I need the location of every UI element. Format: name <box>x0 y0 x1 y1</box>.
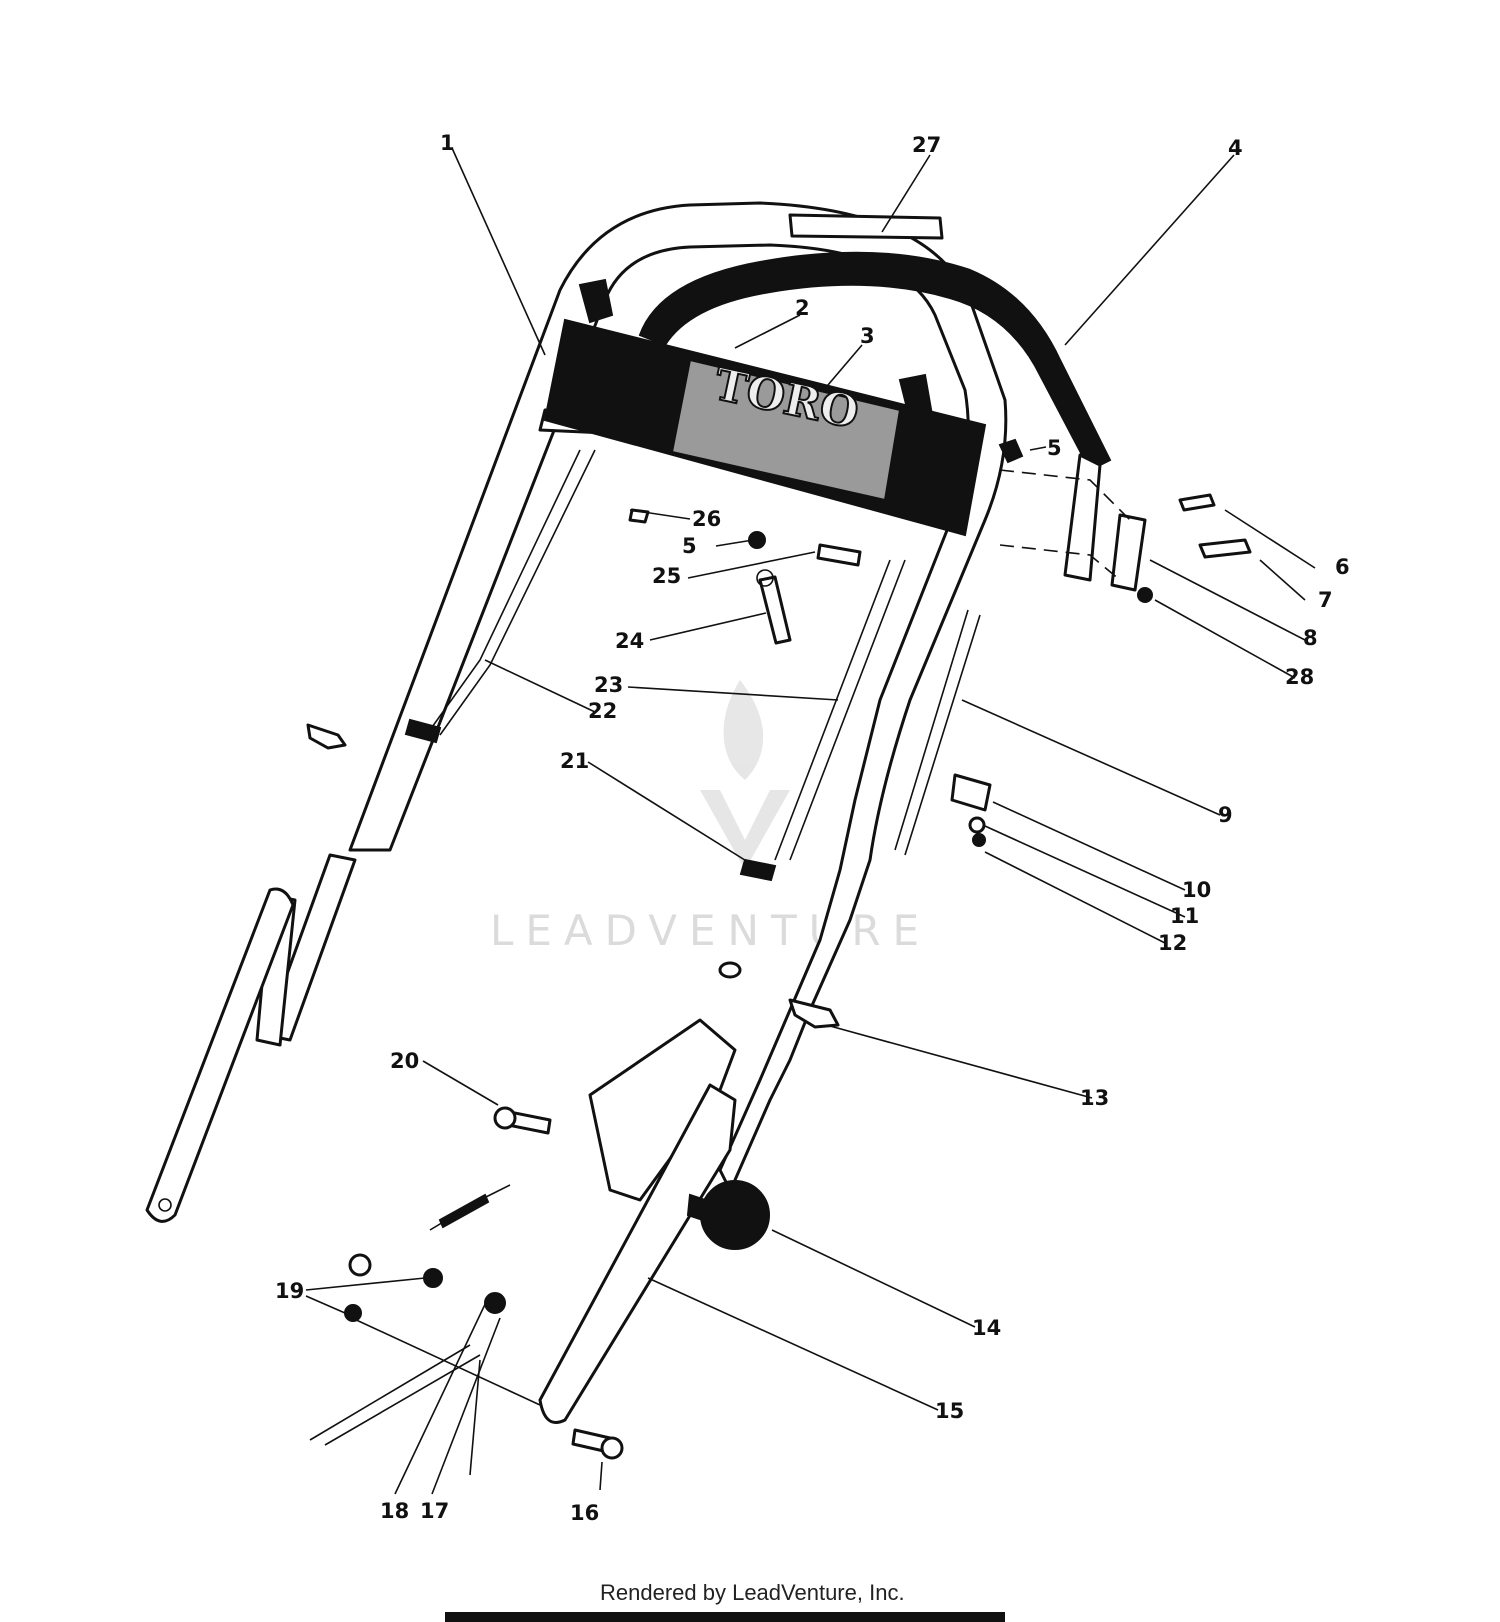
main-handle <box>348 201 1008 1424</box>
callout-23: 23 <box>594 673 623 697</box>
callout-28: 28 <box>1285 665 1314 689</box>
callout-10: 10 <box>1182 878 1211 902</box>
callout-19: 19 <box>275 1279 304 1303</box>
callout-6: 6 <box>1335 555 1350 579</box>
callout-9: 9 <box>1218 803 1233 827</box>
callout-27: 27 <box>912 133 941 157</box>
right-bracket-hardware <box>998 438 1252 603</box>
callout-1: 1 <box>440 131 455 155</box>
callout-16: 16 <box>570 1501 599 1525</box>
callout-8: 8 <box>1303 626 1318 650</box>
callouts: 1 27 4 2 3 5 26 5 25 6 7 8 28 24 23 22 2… <box>275 131 1350 1525</box>
callout-12: 12 <box>1158 931 1187 955</box>
footer-bar-fragment <box>445 1612 1005 1622</box>
callout-11: 11 <box>1170 904 1199 928</box>
callout-18: 18 <box>380 1499 409 1523</box>
callout-17: 17 <box>420 1499 449 1523</box>
callout-7: 7 <box>1318 588 1333 612</box>
callout-3: 3 <box>860 324 875 348</box>
grip <box>638 251 1112 472</box>
leader-lines <box>305 147 1316 1495</box>
callout-14: 14 <box>972 1316 1001 1340</box>
callout-25: 25 <box>652 564 681 588</box>
render-credit: Rendered by LeadVenture, Inc. <box>600 1580 905 1605</box>
lower-hardware <box>309 1106 624 1476</box>
watermark-v-icon <box>700 790 790 870</box>
callout-15: 15 <box>935 1399 964 1423</box>
nut-12 <box>972 833 986 847</box>
callout-5-upper: 5 <box>1047 436 1062 460</box>
callout-21: 21 <box>560 749 589 773</box>
cable-clip-13 <box>788 998 840 1029</box>
callout-4: 4 <box>1228 136 1243 160</box>
watermark-flame-icon <box>723 680 764 780</box>
lower-left-handle <box>145 853 357 1223</box>
watermark-text: LEADVENTURE <box>490 906 931 955</box>
bracket-10 <box>950 773 992 812</box>
callout-22: 22 <box>588 699 617 723</box>
callout-20: 20 <box>390 1049 419 1073</box>
callout-26: 26 <box>692 507 721 531</box>
callout-13: 13 <box>1080 1086 1109 1110</box>
wire-clip <box>306 723 347 750</box>
knob <box>686 1180 770 1250</box>
callout-24: 24 <box>615 629 644 653</box>
decal-panel: TORO <box>543 278 987 537</box>
centre-hardware <box>628 508 862 645</box>
washer-11 <box>968 816 986 834</box>
grip-label <box>788 213 944 240</box>
callout-2: 2 <box>795 296 810 320</box>
callout-5-lower: 5 <box>682 534 697 558</box>
